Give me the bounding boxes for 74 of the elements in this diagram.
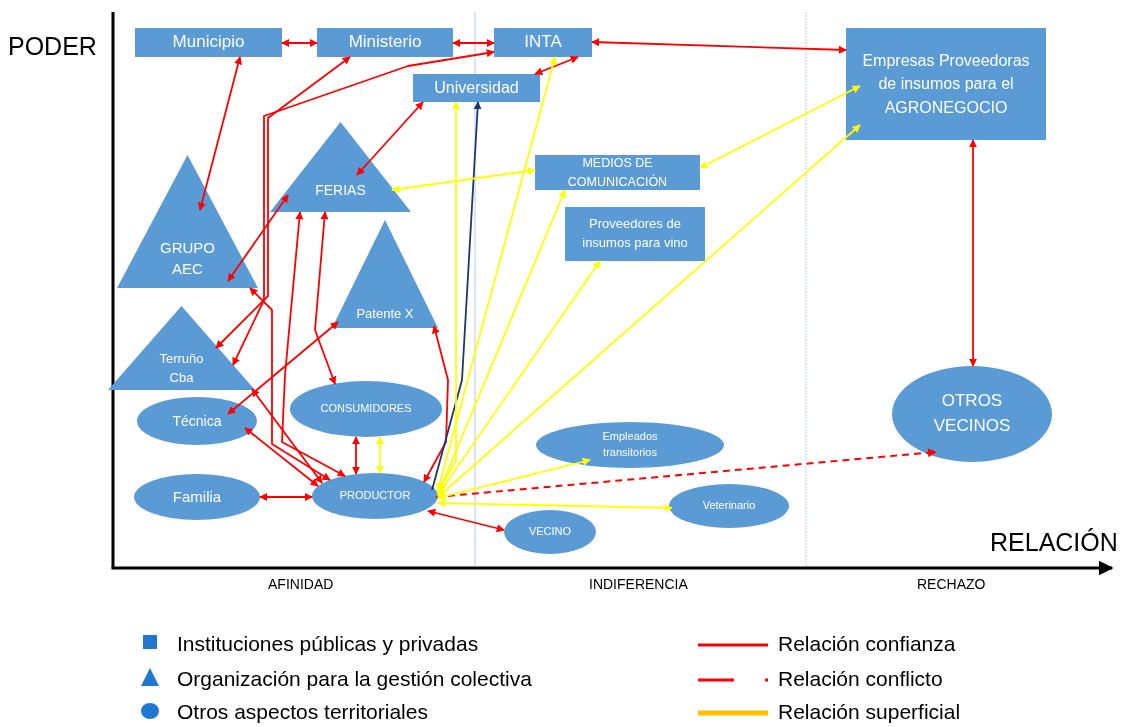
- node-label: Municipio: [171, 31, 246, 54]
- institution-box: [135, 28, 282, 57]
- zone-label: AFINIDAD: [268, 575, 334, 594]
- zone-label: INDIFERENCIA: [589, 575, 688, 594]
- node-label: Familia: [171, 487, 223, 508]
- legend-label: Otros aspectos territoriales: [177, 700, 428, 724]
- organization-triangle: [270, 122, 411, 212]
- node-label: Ministerio: [347, 31, 423, 54]
- arrow: [244, 427, 319, 487]
- arrow: [259, 492, 313, 502]
- arrow: [391, 167, 536, 193]
- arrow: [227, 321, 339, 415]
- arrow: [437, 260, 601, 496]
- institution-box: [565, 207, 705, 261]
- organization-triangle: [108, 306, 255, 390]
- arrow: [281, 38, 318, 48]
- node-label: Técnica: [171, 411, 223, 431]
- node-label: OTROS VECINOS: [932, 390, 1012, 437]
- arrow: [251, 388, 323, 484]
- organization-triangle: [117, 155, 258, 288]
- node-label: MEDIOS DE COMUNICACIÓN: [566, 155, 669, 191]
- arrow: [197, 56, 243, 211]
- legend-label: Relación conflicto: [778, 667, 943, 691]
- institution-box: [413, 74, 540, 102]
- institution-box: [494, 28, 592, 57]
- node-label: Patente X: [355, 305, 415, 324]
- node-label: Proveedores de insumos para vino: [581, 215, 689, 252]
- arrow: [356, 101, 424, 176]
- arrow: [968, 139, 978, 367]
- zone-label: RECHAZO: [917, 575, 986, 594]
- axis-label: PODER: [8, 31, 97, 62]
- arrow: [281, 211, 346, 477]
- arrow: [591, 38, 847, 54]
- legend-label: Relación superficial: [778, 700, 961, 724]
- arrow: [534, 55, 579, 76]
- arrow: [351, 436, 361, 475]
- arrow: [431, 101, 482, 491]
- territory-ellipse: [290, 381, 442, 437]
- arrow: [437, 499, 673, 512]
- node-label: FERIAS: [314, 180, 367, 200]
- territory-ellipse: [312, 473, 438, 519]
- node-label: Veterinario: [701, 498, 757, 514]
- node-label: INTA: [523, 31, 563, 54]
- node-label: PRODUCTOR: [338, 488, 412, 504]
- institution-box: [846, 28, 1046, 140]
- arrow: [452, 38, 495, 48]
- node-label: Terruño Cba: [158, 350, 205, 388]
- arrow: [437, 189, 566, 495]
- node-label: VECINO: [527, 524, 573, 540]
- institution-box: [535, 155, 700, 190]
- node-label: Empleados transitorios: [601, 429, 659, 460]
- arrow: [437, 124, 861, 498]
- node-label: Universidad: [433, 78, 520, 99]
- arrow: [699, 85, 861, 169]
- arrow: [437, 457, 591, 501]
- legend-label: Relación confianza: [778, 632, 956, 656]
- dashed-arrow: [435, 448, 937, 498]
- legend-label: Instituciones públicas y privadas: [177, 632, 479, 656]
- territory-ellipse: [137, 397, 257, 445]
- arrow: [215, 56, 351, 349]
- node-label: Empresas Proveedoras de insumos para el AGRONEGOCIO: [861, 51, 1031, 118]
- node-label: GRUPO AEC: [159, 237, 216, 280]
- legend-label: Organización para la gestión colectiva: [177, 667, 532, 691]
- institution-box: [317, 28, 453, 57]
- axis-label: RELACIÓN: [990, 527, 1118, 558]
- arrow: [227, 194, 289, 282]
- arrow: [423, 325, 449, 483]
- node-label: CONSUMIDORES: [319, 401, 413, 417]
- organization-triangle: [332, 220, 438, 328]
- arrow: [249, 287, 331, 481]
- arrow: [232, 49, 495, 366]
- arrow: [427, 508, 505, 533]
- arrow: [314, 211, 337, 385]
- arrow: [375, 436, 385, 474]
